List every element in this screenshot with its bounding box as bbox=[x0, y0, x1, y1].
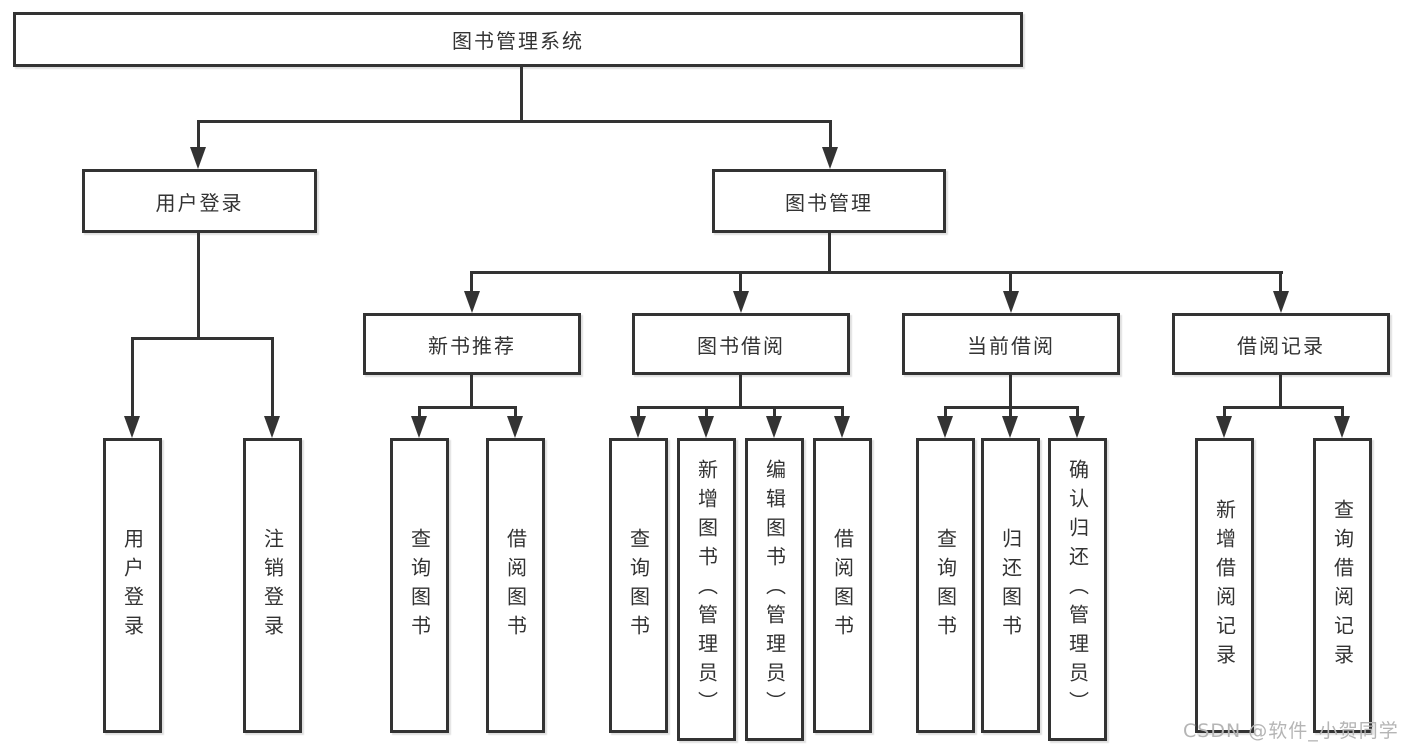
arrow-down-icon bbox=[124, 416, 140, 438]
connector-userlogin-stem bbox=[197, 233, 200, 337]
node-user-login-label: 用户登录 bbox=[155, 190, 244, 215]
leaf-borrow-books: 借阅图书 bbox=[813, 438, 872, 733]
leaf-query-borrow-record: 查询借阅记录 bbox=[1313, 438, 1372, 733]
arrow-down-icon bbox=[1003, 291, 1019, 313]
watermark: CSDN @软件_小贺同学 bbox=[1183, 720, 1399, 742]
arrow-down-icon bbox=[1216, 416, 1232, 438]
arrow-down-icon bbox=[1069, 416, 1085, 438]
arrow-down-icon bbox=[1002, 416, 1018, 438]
connector-records-drop-2 bbox=[1341, 406, 1344, 418]
node-book-management: 图书管理 bbox=[712, 169, 946, 233]
arrow-down-icon bbox=[822, 147, 838, 169]
leaf-borrow-query-books-label: 查询图书 bbox=[626, 527, 651, 644]
connector-userlogin-drop-2 bbox=[271, 337, 274, 416]
arrow-down-icon bbox=[834, 416, 850, 438]
arrow-down-icon bbox=[1334, 416, 1350, 438]
arrow-down-icon bbox=[630, 416, 646, 438]
connector-bookmgmt-stem bbox=[828, 233, 831, 274]
arrow-down-icon bbox=[264, 416, 280, 438]
leaf-recommend-borrow-books-label: 借阅图书 bbox=[503, 527, 528, 644]
node-root-label: 图书管理系统 bbox=[452, 29, 584, 53]
connector-borrow-drop-3 bbox=[773, 406, 776, 418]
node-current-borrow: 当前借阅 bbox=[902, 313, 1120, 375]
leaf-logout: 注销登录 bbox=[243, 438, 302, 733]
leaf-current-query-books: 查询图书 bbox=[916, 438, 975, 733]
leaf-logout-label: 注销登录 bbox=[260, 527, 285, 644]
connector-current-stem bbox=[1009, 375, 1012, 409]
connector-recommend-drop-2 bbox=[514, 406, 517, 418]
node-new-book-recommend-label: 新书推荐 bbox=[428, 333, 516, 358]
arrow-down-icon bbox=[411, 416, 427, 438]
node-borrow-records: 借阅记录 bbox=[1172, 313, 1390, 375]
connector-borrow-drop-2 bbox=[705, 406, 708, 418]
connector-records-stem bbox=[1279, 375, 1282, 409]
arrow-down-icon bbox=[507, 416, 523, 438]
leaf-edit-books-admin-label: 编辑图书（管理员） bbox=[762, 459, 787, 720]
connector-bookmgmt-drop-3 bbox=[1009, 271, 1012, 293]
arrow-down-icon bbox=[1273, 291, 1289, 313]
leaf-edit-books-admin: 编辑图书（管理员） bbox=[745, 438, 804, 741]
connector-root-stem bbox=[520, 67, 523, 120]
connector-userlogin-bar bbox=[131, 337, 274, 340]
node-book-management-label: 图书管理 bbox=[785, 190, 873, 215]
arrow-down-icon bbox=[464, 291, 480, 313]
arrow-down-icon bbox=[733, 291, 749, 313]
connector-records-drop-1 bbox=[1223, 406, 1226, 418]
node-borrow-records-label: 借阅记录 bbox=[1237, 333, 1325, 358]
node-new-book-recommend: 新书推荐 bbox=[363, 313, 581, 375]
node-book-borrow-label: 图书借阅 bbox=[697, 333, 785, 358]
connector-borrow-drop-1 bbox=[637, 406, 640, 418]
arrow-down-icon bbox=[698, 416, 714, 438]
leaf-borrow-books-label: 借阅图书 bbox=[830, 527, 855, 644]
leaf-add-books-admin-label: 新增图书（管理员） bbox=[694, 459, 719, 720]
leaf-user-login: 用户登录 bbox=[103, 438, 162, 733]
connector-borrow-stem bbox=[739, 375, 742, 409]
arrow-down-icon bbox=[766, 416, 782, 438]
connector-bookmgmt-drop-4 bbox=[1279, 271, 1282, 293]
connector-recommend-drop-1 bbox=[418, 406, 421, 418]
connector-bookmgmt-drop-1 bbox=[470, 271, 473, 293]
arrow-down-icon bbox=[937, 416, 953, 438]
connector-root-drop-left bbox=[197, 120, 200, 150]
leaf-confirm-return-admin-label: 确认归还（管理员） bbox=[1065, 459, 1090, 720]
connector-current-drop-3 bbox=[1076, 406, 1079, 418]
leaf-add-books-admin: 新增图书（管理员） bbox=[677, 438, 736, 741]
connector-borrow-drop-4 bbox=[841, 406, 844, 418]
connector-root-bar bbox=[197, 120, 831, 123]
leaf-borrow-query-books: 查询图书 bbox=[609, 438, 668, 733]
leaf-recommend-query-books: 查询图书 bbox=[390, 438, 449, 733]
leaf-confirm-return-admin: 确认归还（管理员） bbox=[1048, 438, 1107, 741]
connector-bookmgmt-drop-2 bbox=[739, 271, 742, 293]
connector-userlogin-drop-1 bbox=[131, 337, 134, 416]
leaf-recommend-query-books-label: 查询图书 bbox=[407, 527, 432, 644]
leaf-user-login-label: 用户登录 bbox=[120, 527, 145, 644]
leaf-current-query-books-label: 查询图书 bbox=[933, 527, 958, 644]
arrow-down-icon bbox=[190, 147, 206, 169]
connector-current-drop-1 bbox=[944, 406, 947, 418]
connector-current-drop-2 bbox=[1009, 406, 1012, 418]
node-book-borrow: 图书借阅 bbox=[632, 313, 850, 375]
leaf-return-books-label: 归还图书 bbox=[998, 527, 1023, 644]
node-current-borrow-label: 当前借阅 bbox=[967, 333, 1055, 358]
leaf-add-borrow-record-label: 新增借阅记录 bbox=[1212, 498, 1237, 673]
node-user-login: 用户登录 bbox=[82, 169, 317, 233]
connector-bookmgmt-bar bbox=[470, 271, 1283, 274]
connector-root-drop-right bbox=[829, 120, 832, 150]
connector-recommend-stem bbox=[470, 375, 473, 409]
connector-recommend-bar bbox=[418, 406, 517, 409]
connector-borrow-bar bbox=[637, 406, 844, 409]
leaf-return-books: 归还图书 bbox=[981, 438, 1040, 733]
leaf-add-borrow-record: 新增借阅记录 bbox=[1195, 438, 1254, 733]
connector-records-bar bbox=[1223, 406, 1344, 409]
leaf-recommend-borrow-books: 借阅图书 bbox=[486, 438, 545, 733]
node-root: 图书管理系统 bbox=[13, 12, 1023, 67]
leaf-query-borrow-record-label: 查询借阅记录 bbox=[1330, 498, 1355, 673]
